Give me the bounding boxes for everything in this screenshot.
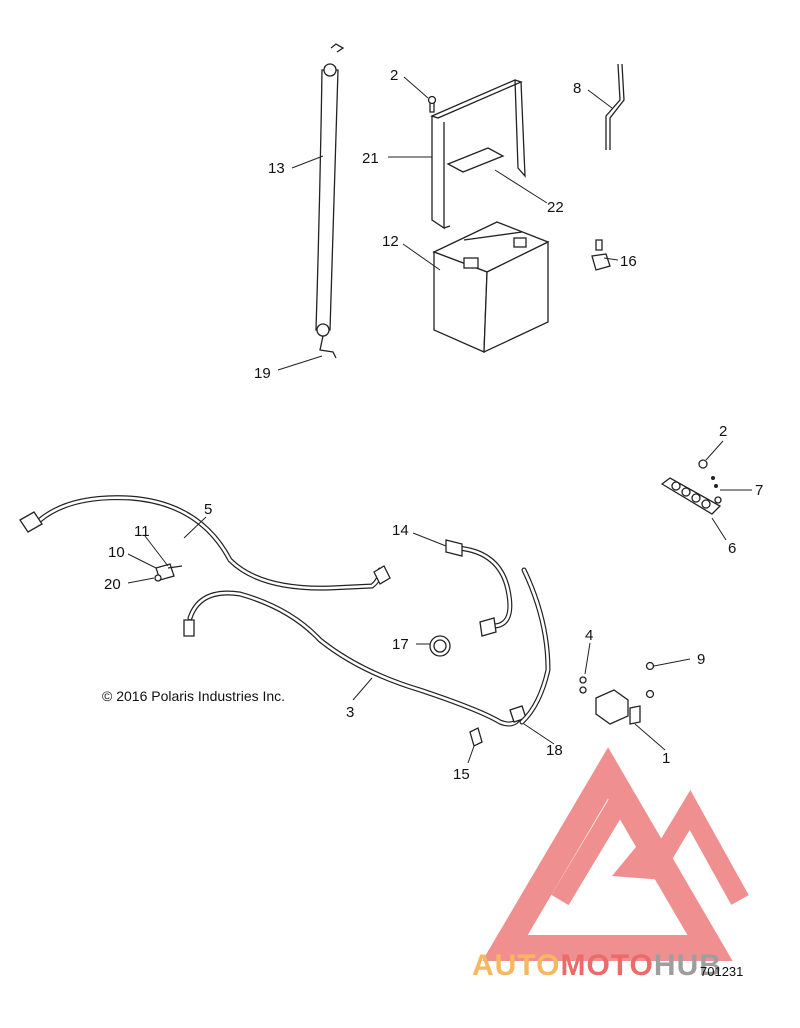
part-2-bolt-right bbox=[698, 459, 722, 504]
part-1-relay bbox=[595, 689, 641, 725]
callout-8: 8 bbox=[573, 80, 581, 97]
callout-15: 15 bbox=[453, 766, 470, 783]
part-13-strap bbox=[315, 43, 345, 359]
watermark-logo bbox=[482, 747, 749, 961]
part-17-clamp bbox=[429, 635, 451, 657]
part-5-cable bbox=[19, 495, 391, 591]
callout-12: 12 bbox=[382, 233, 399, 250]
part-18-cable bbox=[519, 567, 551, 725]
drawing-number: 701231 bbox=[700, 964, 743, 979]
callout-14: 14 bbox=[392, 522, 409, 539]
callout-9: 9 bbox=[697, 651, 705, 668]
callout-6: 6 bbox=[728, 540, 736, 557]
callout-18: 18 bbox=[546, 742, 563, 759]
callout-2-right: 2 bbox=[719, 423, 727, 440]
part-10-11-clip bbox=[154, 563, 183, 582]
copyright-text: © 2016 Polaris Industries Inc. bbox=[102, 688, 285, 704]
part-12-battery bbox=[432, 221, 550, 354]
part-8-rod bbox=[605, 63, 625, 150]
watermark-brand: AUTOMOTOHUB bbox=[472, 949, 722, 982]
callout-16: 16 bbox=[620, 253, 637, 270]
brand-moto: MOTO bbox=[560, 949, 653, 982]
callout-22: 22 bbox=[547, 199, 564, 216]
part-22-pad bbox=[446, 147, 505, 173]
part-4-9-hardware bbox=[579, 661, 655, 699]
part-21-bracket bbox=[430, 79, 526, 230]
callout-19: 19 bbox=[254, 365, 271, 382]
callout-1: 1 bbox=[662, 750, 670, 767]
callout-17: 17 bbox=[392, 636, 409, 653]
brand-auto: AUTO bbox=[472, 949, 560, 982]
callout-13: 13 bbox=[268, 160, 285, 177]
part-2-bolt-top bbox=[427, 95, 437, 113]
part-15-bolt bbox=[469, 727, 483, 747]
callout-3: 3 bbox=[346, 704, 354, 721]
callout-20: 20 bbox=[104, 576, 121, 593]
callout-11: 11 bbox=[134, 523, 150, 540]
callout-4: 4 bbox=[585, 627, 593, 644]
callout-2-top: 2 bbox=[390, 67, 398, 84]
part-14-cable bbox=[445, 539, 513, 637]
callout-21: 21 bbox=[362, 150, 379, 167]
callout-5: 5 bbox=[204, 501, 212, 518]
part-6-terminal-block bbox=[660, 477, 722, 515]
callouts: 13 19 2 21 22 8 12 16 2 7 6 5 11 10 20 1… bbox=[104, 67, 763, 783]
callout-7: 7 bbox=[755, 482, 763, 499]
part-16-clip bbox=[591, 239, 611, 271]
part-3-cable bbox=[183, 590, 527, 727]
brand-hub: HUB bbox=[654, 949, 722, 982]
leader-lines bbox=[127, 76, 752, 764]
callout-10: 10 bbox=[108, 544, 125, 561]
